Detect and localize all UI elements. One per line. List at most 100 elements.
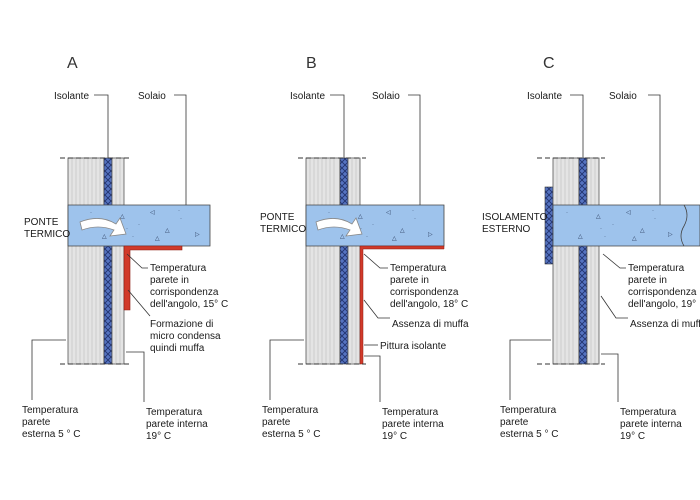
isolante-label: Isolante	[290, 91, 325, 102]
isolante-label: Isolante	[527, 91, 562, 102]
ext-temp-3: esterna 5 ° C	[22, 429, 80, 440]
svg-text:·: ·	[360, 226, 362, 232]
solaio-label: Solaio	[372, 91, 400, 102]
svg-text:·: ·	[654, 216, 656, 222]
exterior-wall	[552, 157, 580, 365]
svg-text:·: ·	[138, 222, 140, 228]
svg-text:·: ·	[412, 208, 414, 214]
svg-text:·: ·	[366, 234, 368, 240]
int-temp-2: parete interna	[382, 419, 444, 430]
svg-text:△: △	[155, 236, 160, 242]
svg-text:△: △	[596, 214, 601, 220]
side-label-line2: TERMICO	[24, 229, 70, 240]
svg-text:△: △	[400, 228, 405, 234]
ext-temp-2: parete	[22, 417, 51, 428]
note-2: micro condensa	[150, 331, 221, 342]
corner-temp-1: Temperatura	[390, 263, 447, 274]
side-label-line2: TERMICO	[260, 224, 306, 235]
interior-wall	[111, 157, 125, 365]
paint-label: Pittura isolante	[380, 341, 447, 352]
isolante-label: Isolante	[54, 91, 89, 102]
corner-temp-2: parete in	[628, 275, 667, 286]
svg-text:·: ·	[600, 226, 602, 232]
concrete-slab: △·◁ △·▷ ·△· △··	[67, 204, 211, 247]
svg-text:·: ·	[328, 210, 330, 216]
exterior-wall	[67, 157, 105, 365]
svg-text:▷: ▷	[668, 232, 673, 238]
corner-temp-4: dell'angolo, 19°	[628, 299, 696, 310]
interior-wall	[347, 157, 361, 365]
heat-flow-arrow	[315, 217, 363, 237]
int-temp-3: 19° C	[146, 431, 171, 442]
svg-text:▷: ▷	[428, 232, 433, 238]
svg-text:·: ·	[372, 222, 374, 228]
svg-text:·: ·	[90, 210, 92, 216]
corner-temp-3: corrispondenza	[150, 287, 219, 298]
note-1: Formazione di	[150, 319, 213, 330]
svg-text:◁: ◁	[386, 210, 391, 216]
svg-text:△: △	[640, 228, 645, 234]
concrete-slab: △·◁ △·▷ ·△· △··	[552, 204, 700, 247]
ext-temp-2: parete	[262, 417, 291, 428]
int-temp-1: Temperatura	[146, 407, 203, 418]
note-1: Assenza di muffa	[392, 319, 469, 330]
svg-text:·: ·	[180, 216, 182, 222]
int-temp-1: Temperatura	[382, 407, 439, 418]
svg-text:△: △	[120, 214, 125, 220]
side-label-line1: ISOLAMENTO	[482, 212, 548, 223]
ext-temp-3: esterna 5 ° C	[262, 429, 320, 440]
corner-temp-1: Temperatura	[628, 263, 685, 274]
svg-text:·: ·	[612, 222, 614, 228]
svg-text:·: ·	[178, 208, 180, 214]
insulation-layer	[103, 157, 113, 365]
corner-temp-3: corrispondenza	[628, 287, 697, 298]
svg-text:▷: ▷	[195, 232, 200, 238]
svg-text:◁: ◁	[150, 210, 155, 216]
int-temp-2: parete interna	[620, 419, 682, 430]
side-label-line1: PONTE	[260, 212, 295, 223]
corner-temp-4: dell'angolo, 18° C	[390, 299, 468, 310]
insulating-paint	[359, 245, 445, 365]
svg-text:·: ·	[604, 234, 606, 240]
external-insulation	[544, 186, 554, 265]
ext-temp-1: Temperatura	[22, 405, 79, 416]
corner-temp-2: parete in	[390, 275, 429, 286]
svg-text:△: △	[165, 228, 170, 234]
corner-temp-3: corrispondenza	[390, 287, 459, 298]
int-temp-3: 19° C	[620, 431, 645, 442]
svg-text:·: ·	[126, 226, 128, 232]
svg-text:△: △	[340, 234, 345, 240]
corner-temp-1: Temperatura	[150, 263, 207, 274]
side-label-line1: PONTE	[24, 217, 59, 228]
int-temp-2: parete interna	[146, 419, 208, 430]
note-3: quindi muffa	[150, 343, 205, 354]
ext-temp-1: Temperatura	[262, 405, 319, 416]
svg-text:·: ·	[132, 234, 134, 240]
svg-text:△: △	[358, 214, 363, 220]
svg-text:△: △	[392, 236, 397, 242]
panel-a: A △·◁ △·▷ ·△· △··	[22, 55, 228, 442]
svg-text:·: ·	[414, 216, 416, 222]
panel-letter: A	[67, 55, 78, 72]
corner-temp-4: dell'angolo, 15° C	[150, 299, 228, 310]
mould-area	[123, 245, 183, 311]
solaio-label: Solaio	[609, 91, 637, 102]
panel-letter: B	[306, 55, 317, 72]
ext-temp-2: parete	[500, 417, 529, 428]
side-label-line2: ESTERNO	[482, 224, 531, 235]
svg-text:△: △	[578, 234, 583, 240]
svg-text:·: ·	[566, 210, 568, 216]
ext-temp-3: esterna 5 ° C	[500, 429, 558, 440]
svg-text:◁: ◁	[626, 210, 631, 216]
insulation-layer	[578, 157, 588, 365]
corner-temp-2: parete in	[150, 275, 189, 286]
svg-text:△: △	[102, 234, 107, 240]
ext-temp-1: Temperatura	[500, 405, 557, 416]
insulation-layer	[339, 157, 349, 365]
panel-b: B △·◁ △·▷ ·△· △··	[260, 55, 469, 442]
int-temp-1: Temperatura	[620, 407, 677, 418]
svg-text:·: ·	[652, 208, 654, 214]
panel-letter: C	[543, 55, 555, 72]
int-temp-3: 19° C	[382, 431, 407, 442]
